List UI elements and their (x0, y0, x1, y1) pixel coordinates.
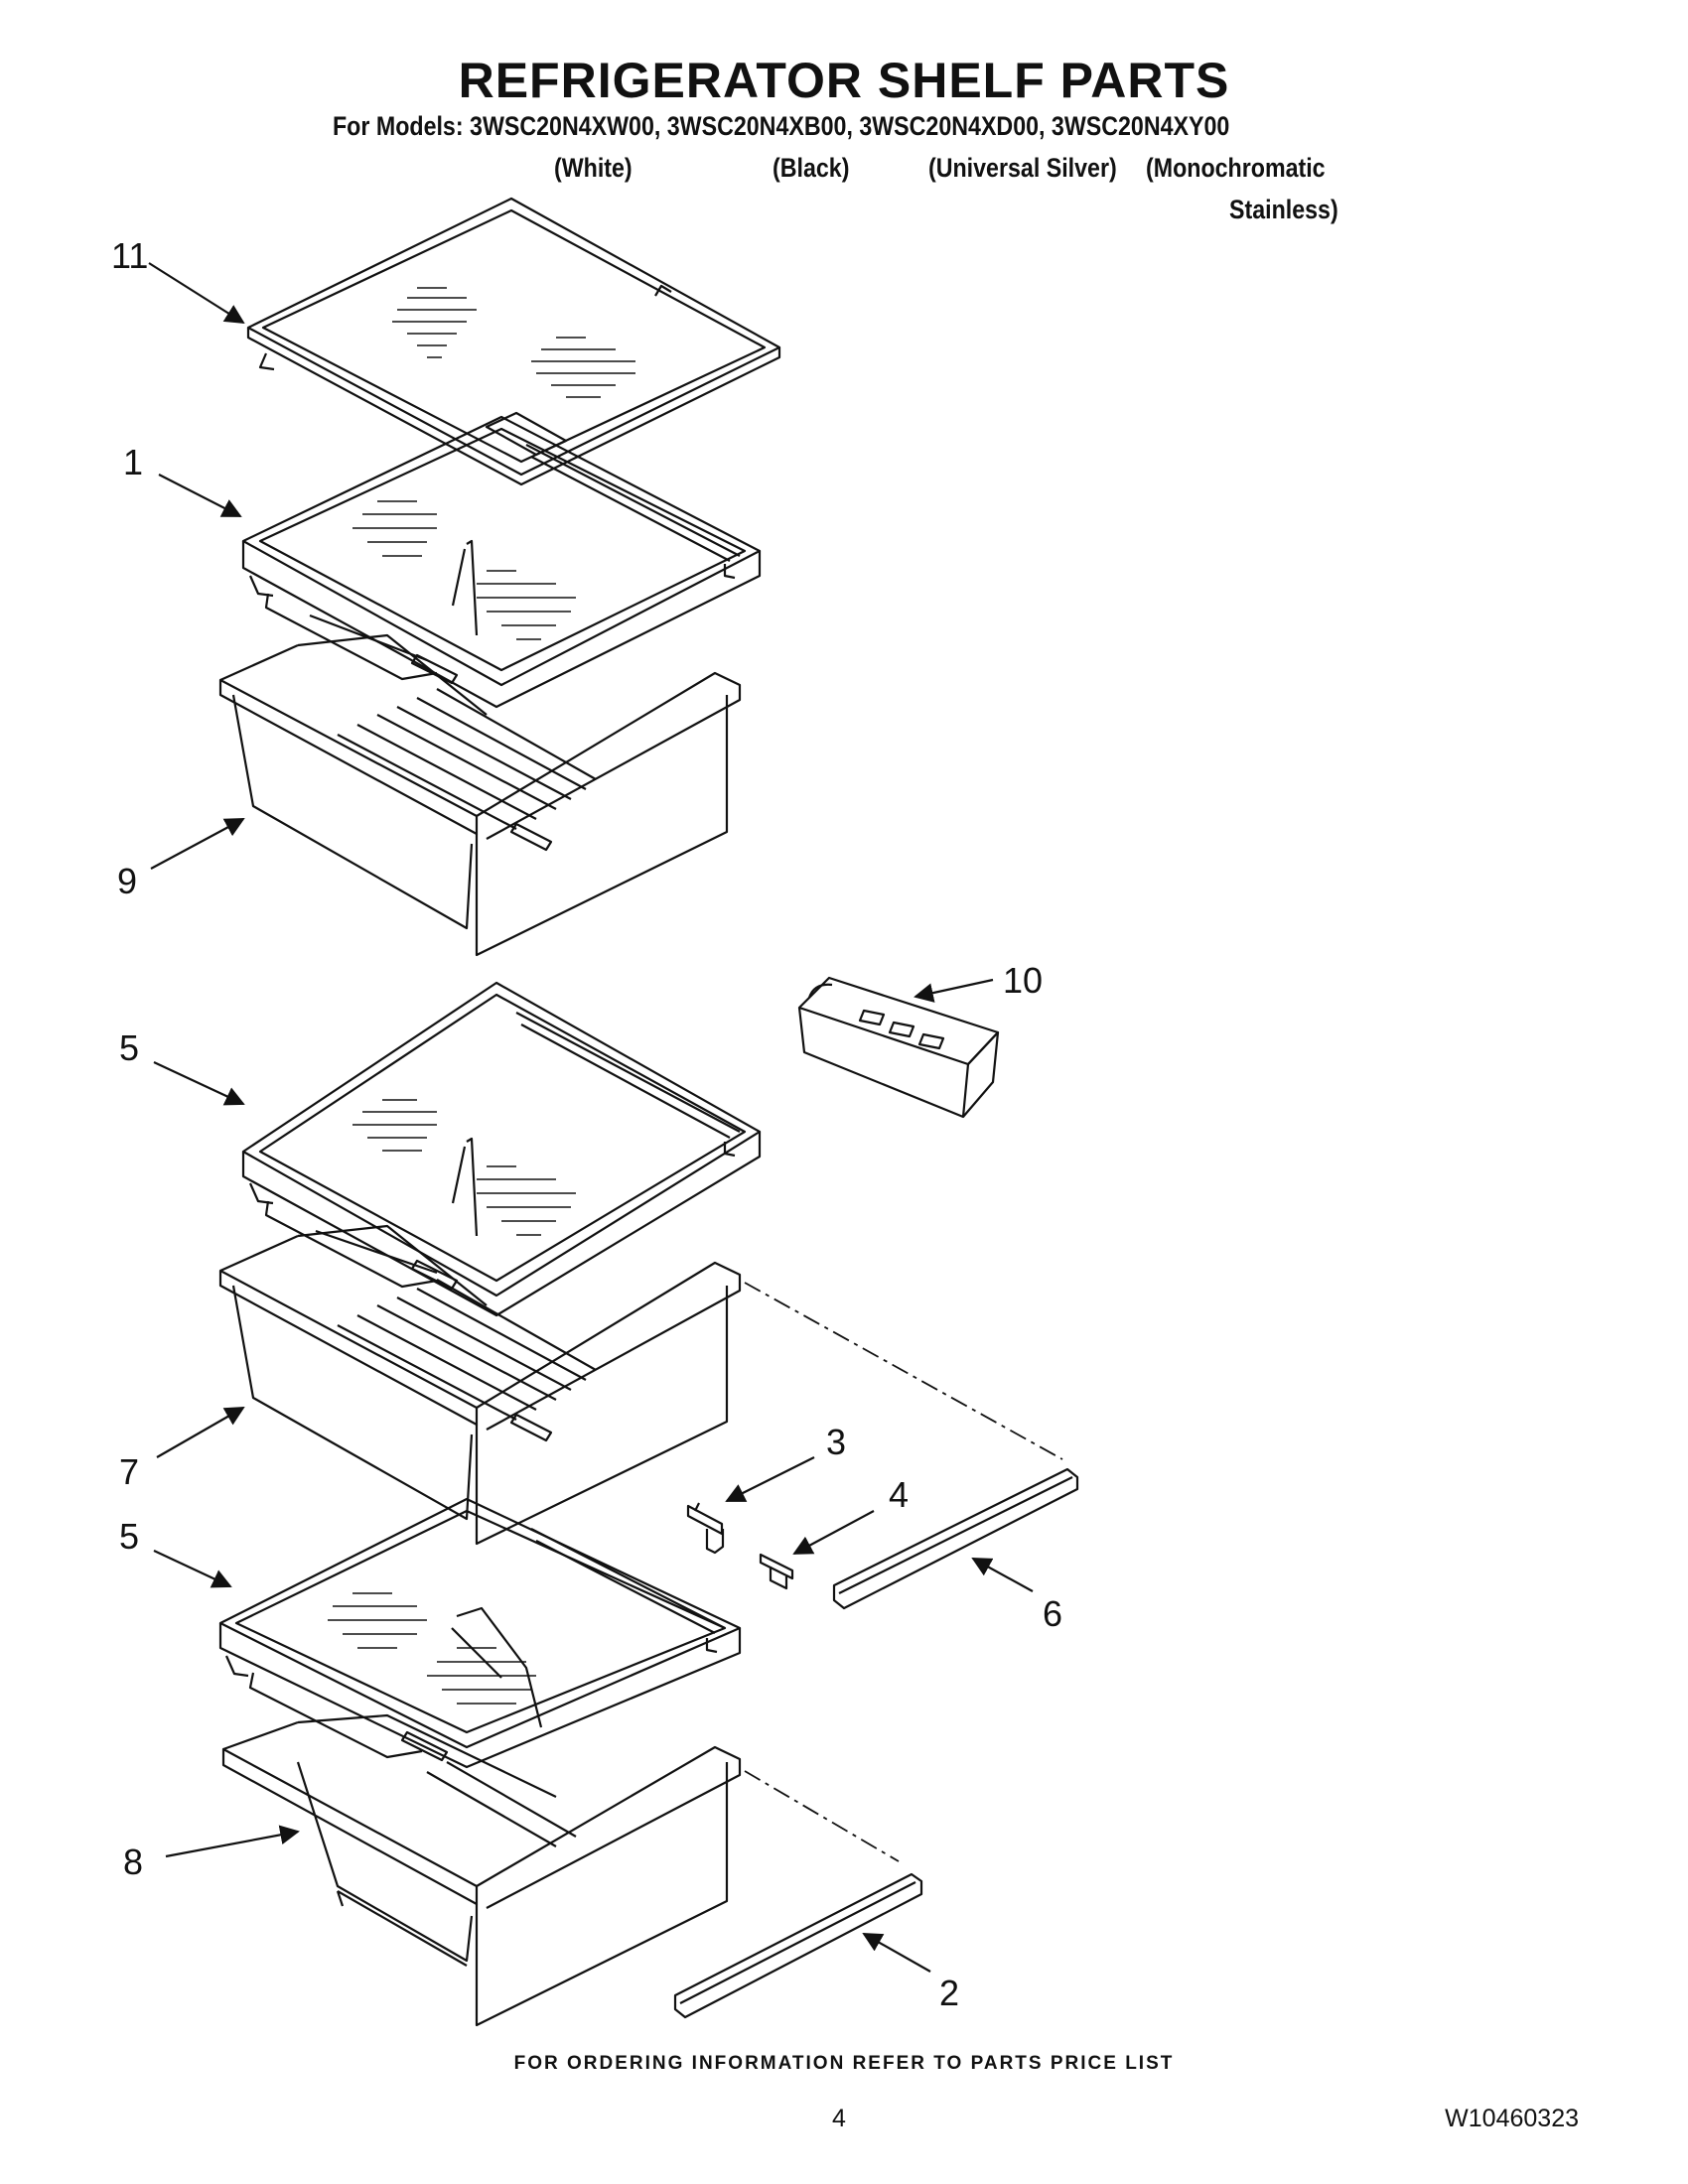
leader-2 (862, 1933, 931, 1973)
part-11-glass-shelf (246, 197, 781, 486)
page-title: REFRIGERATOR SHELF PARTS (458, 53, 1230, 108)
ordering-note: FOR ORDERING INFORMATION REFER TO PARTS … (513, 2053, 1175, 2074)
variant-black: (Black) (773, 153, 850, 183)
leader-8 (165, 1825, 300, 1858)
callout-5-lower: 5 (119, 1516, 139, 1557)
part-8-crisper-drawer (221, 1713, 742, 2027)
callout-5-upper: 5 (119, 1027, 139, 1068)
part-2-drawer-rail (673, 1872, 923, 2019)
variant-white: (White) (554, 153, 633, 183)
leader-9 (150, 818, 245, 870)
callout-6: 6 (1043, 1593, 1062, 1634)
part-10-bin (797, 976, 1000, 1119)
variant-monochromatic: (Monochromatic (1146, 153, 1326, 183)
part-7-crisper-drawer (218, 1224, 742, 1546)
part-6-drawer-rail (832, 1467, 1079, 1610)
variant-universal-silver: (Universal Silver) (928, 153, 1117, 183)
callout-11: 11 (111, 235, 148, 276)
callout-2: 2 (939, 1973, 959, 2013)
leader-1 (158, 474, 242, 517)
leader-5-lower (153, 1550, 232, 1588)
callout-10: 10 (1003, 960, 1043, 1001)
leader-11 (148, 262, 245, 325)
part-3-slide-clip (686, 1502, 725, 1555)
callout-1: 1 (123, 442, 143, 482)
alignment-lines (744, 1282, 1063, 1862)
leader-10 (914, 978, 994, 1003)
leader-6 (971, 1558, 1034, 1592)
part-5-upper-crisper-cover (241, 981, 762, 1317)
callout-8: 8 (123, 1842, 143, 1882)
document-number: W10460323 (1445, 2105, 1579, 2132)
part-4-slide-clip (759, 1553, 794, 1590)
page-number: 4 (832, 2105, 846, 2132)
callout-3: 3 (826, 1422, 846, 1462)
callout-4: 4 (889, 1474, 909, 1515)
leader-7 (156, 1407, 245, 1458)
leader-5-upper (153, 1061, 245, 1106)
part-1-crisper-cover (241, 415, 762, 709)
callout-7: 7 (119, 1451, 139, 1492)
part-9-crisper-drawer (218, 614, 742, 957)
leader-3 (725, 1456, 815, 1502)
models-line: For Models: 3WSC20N4XW00, 3WSC20N4XB00, … (333, 111, 1230, 141)
variant-monochromatic-cont: Stainless) (1229, 195, 1338, 224)
part-5-lower-crisper-cover (218, 1497, 742, 1769)
leader-4 (792, 1510, 875, 1555)
callout-9: 9 (117, 861, 137, 901)
